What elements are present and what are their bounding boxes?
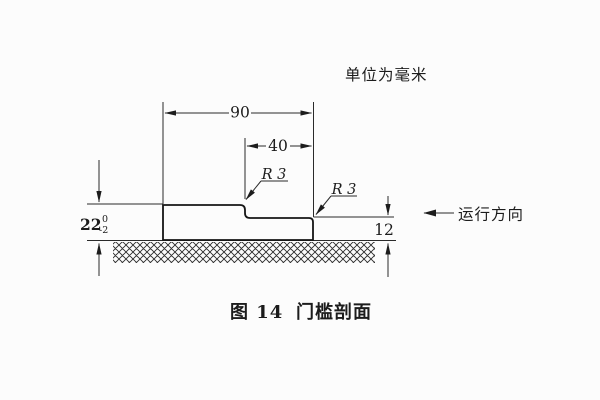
- dim-overall-height: 22: [80, 215, 102, 234]
- dim-step-width: 40: [268, 137, 288, 155]
- leader-fillet-top-arrow-icon: [245, 180, 262, 200]
- units-note: 单位为毫米: [345, 65, 428, 84]
- run-direction-label: 运行方向: [458, 206, 524, 224]
- caption-figure-label: 图 14: [230, 302, 283, 323]
- dim-overall-height-tol-upper: 0: [102, 214, 108, 225]
- leader-fillet-step-arrow-icon: [315, 195, 332, 215]
- dim-step-height: 12: [374, 221, 394, 239]
- fillet-step-label: R 3: [331, 182, 357, 198]
- dim-overall-width: 90: [230, 104, 250, 122]
- floor-crosshatch: [113, 242, 375, 263]
- caption-title: 门槛剖面: [296, 301, 372, 323]
- fillet-top-label: R 3: [261, 167, 287, 183]
- sill-block-outline: [162, 204, 314, 241]
- dim-overall-height-tol-lower: -2: [99, 225, 108, 236]
